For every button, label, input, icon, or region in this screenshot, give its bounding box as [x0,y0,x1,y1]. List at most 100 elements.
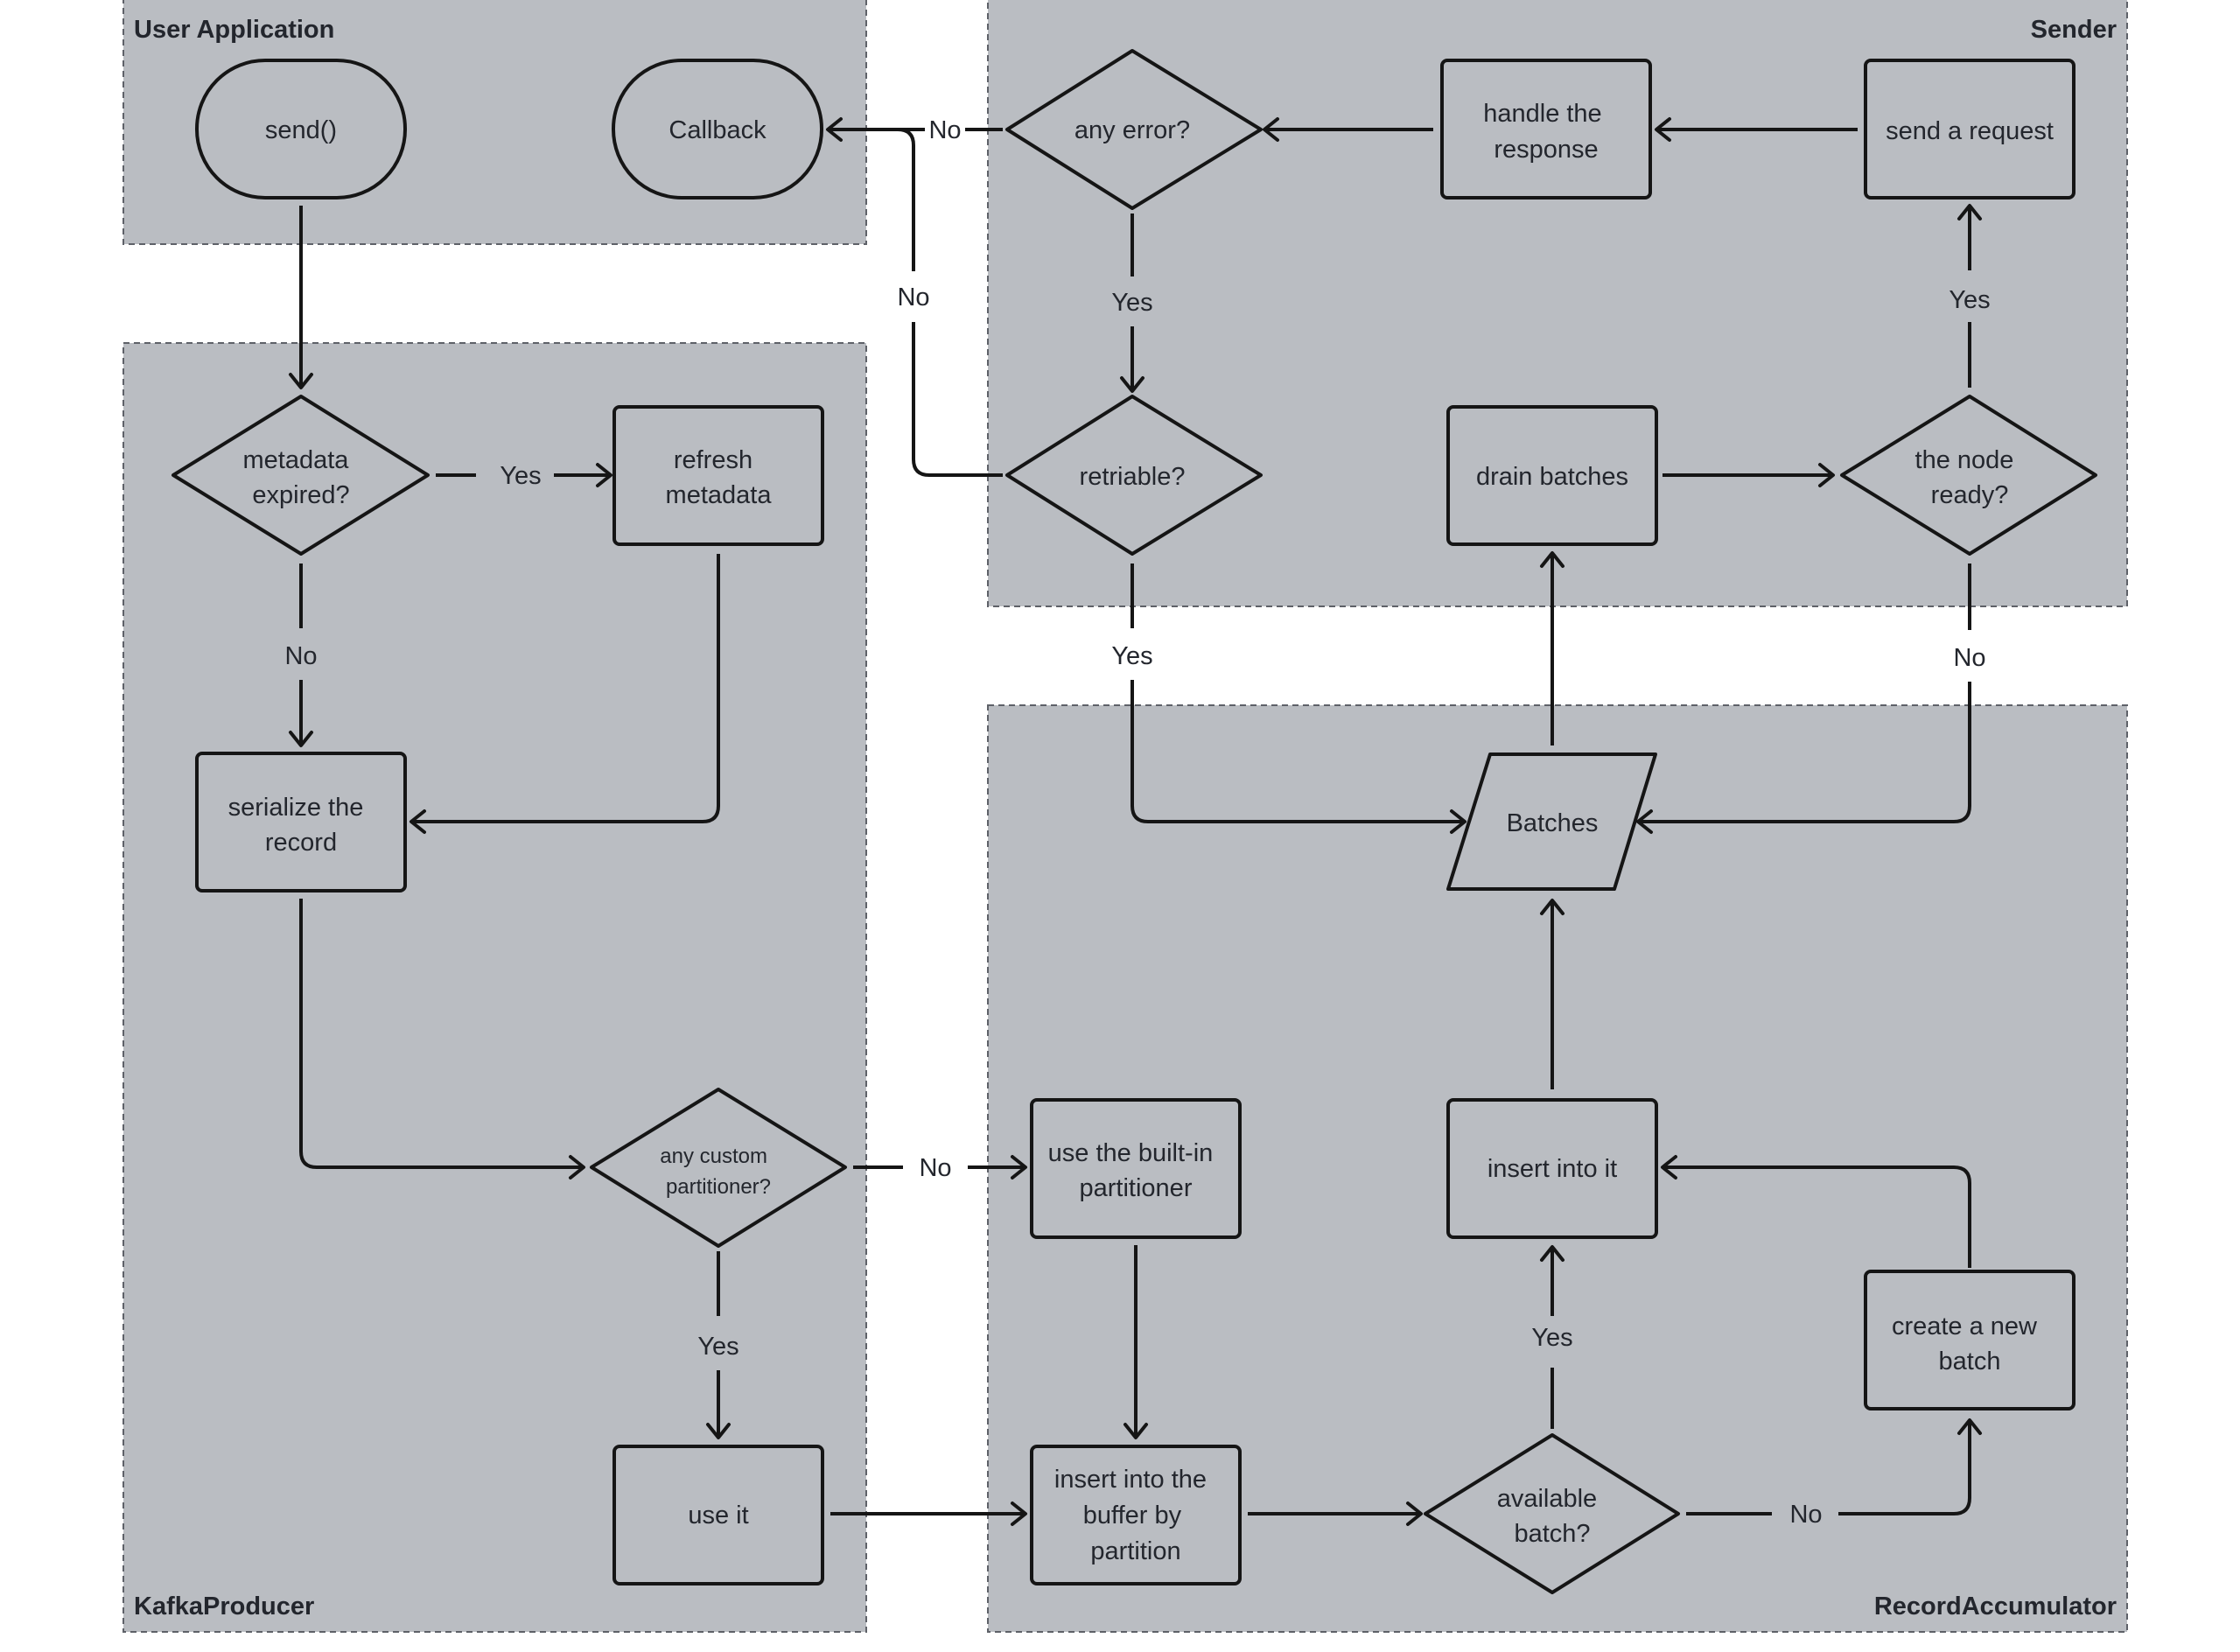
node-insert-buffer: insert into the buffer by partition [1030,1445,1242,1586]
node-line: serialize the [228,794,364,822]
edge-handle-to-error [1263,117,1433,142]
lane-title-user-application: User Application [134,16,334,44]
edge-node-ready-yes: Yes [1949,204,1991,388]
node-text-drain-batches: drain batches [1476,463,1628,491]
edge-batches-to-drain [1540,551,1564,746]
edge-node-ready-no: No [1636,564,1986,834]
node-text-serialize: serialize the record [228,794,371,857]
edge-label-retriable-no: No [897,284,929,312]
node-line: batch [1939,1348,2001,1376]
edge-label-partitioner-yes: Yes [697,1333,738,1361]
edge-request-to-handle [1655,117,1858,142]
node-callback: Callback [612,59,823,200]
edge-label-any-error-yes: Yes [1111,289,1152,317]
nodes: send() Callback any error? handle the re… [172,49,2097,1594]
node-send-request: send a request [1864,59,2076,200]
node-retriable: retriable? [1005,395,1263,556]
node-line: the node [1915,446,2014,474]
node-line: partitioner [1080,1174,1193,1202]
edge-use-it-to-buffer [830,1502,1027,1526]
node-line: any error? [1074,116,1190,144]
node-metadata-expired: metadata expired? [172,395,430,556]
node-handle-response: handle the response [1440,59,1652,200]
edge-refresh-to-serialize [410,554,720,834]
edge-available-no: No [1686,1418,1982,1529]
lane-kafka-producer: KafkaProducer [122,342,867,1633]
edge-label-retriable-yes: Yes [1111,642,1152,670]
node-line: insert into the [1054,1466,1207,1494]
edge-serialize-to-partitioner [299,899,585,1180]
edge-retriable-no: No [897,128,1003,477]
edge-label-partitioner-no: No [919,1154,951,1182]
edges: Yes No No Y [284,116,1990,1529]
node-text-send-request: send a request [1886,117,2054,145]
edge-builtin-to-buffer [1124,1245,1148,1439]
node-line: partitioner? [666,1175,771,1199]
node-line: buffer by [1083,1502,1182,1530]
edge-label-available-no: No [1789,1501,1822,1529]
edge-label-node-ready-yes: Yes [1949,286,1990,314]
node-line: expired? [252,481,349,509]
node-line: record [265,829,337,857]
node-send: send() [195,59,407,200]
edge-partitioner-yes: Yes [697,1251,739,1439]
node-line: available [1497,1485,1597,1513]
node-text-any-error: any error? [1074,116,1190,144]
node-refresh-metadata: refresh metadata [612,405,824,546]
node-line: Batches [1507,809,1599,837]
lane-title-record-accumulator: RecordAccumulator [1874,1592,2117,1620]
node-line: use it [688,1502,748,1530]
edge-buffer-to-available [1248,1502,1423,1526]
edge-create-to-insert [1661,1155,1971,1268]
edge-label-metadata-yes: Yes [500,462,541,490]
edge-metadata-no: No [284,564,318,747]
node-use-it: use it [612,1445,824,1586]
node-line: use the built-in [1048,1139,1214,1167]
node-batches: Batches [1446,752,1657,891]
node-line: ready? [1931,481,2009,509]
node-line: any custom [660,1144,767,1168]
node-text-custom-partitioner: any custom partitioner? [660,1144,773,1199]
edge-any-error-no: No [826,116,1003,144]
node-available-batch: available batch? [1424,1433,1680,1594]
edge-retriable-yes: Yes [1111,564,1466,834]
edge-insert-to-batches [1540,899,1564,1089]
edge-label-metadata-no: No [284,642,317,670]
edge-any-error-yes: Yes [1111,214,1153,393]
node-text-retriable: retriable? [1080,463,1186,491]
edge-metadata-yes: Yes [436,462,612,490]
node-line: batch? [1514,1520,1590,1548]
edge-label-any-error-no: No [928,116,961,144]
node-line: refresh [674,446,752,474]
node-insert-into-it: insert into it [1446,1098,1658,1239]
lane-title-sender: Sender [2031,16,2117,44]
node-create-batch: create a new batch [1864,1270,2076,1410]
node-text-metadata-expired: metadata expired? [243,446,356,509]
node-text-builtin-partitioner: use the built-in partitioner [1048,1139,1221,1202]
node-custom-partitioner: any custom partitioner? [590,1088,847,1248]
node-line: insert into it [1488,1155,1617,1183]
lane-title-kafka-producer: KafkaProducer [134,1592,314,1620]
node-any-error: any error? [1005,49,1263,210]
node-text-insert-into-it: insert into it [1488,1155,1617,1183]
node-line: Callback [668,116,766,144]
node-text-batches: Batches [1507,809,1599,837]
edge-partitioner-no: No [853,1154,1027,1182]
node-serialize: serialize the record [195,752,407,892]
node-line: send a request [1886,117,2054,145]
edge-label-available-yes: Yes [1531,1324,1572,1352]
node-line: handle the [1483,100,1601,128]
node-line: metadata [666,481,773,509]
node-text-callback: Callback [668,116,766,144]
node-builtin-partitioner: use the built-in partitioner [1030,1098,1242,1239]
node-line: send() [265,116,337,144]
node-drain-batches: drain batches [1446,405,1658,546]
edge-send-to-metadata [289,206,313,389]
node-line: create a new [1892,1312,2038,1340]
edge-label-node-ready-no: No [1953,644,1985,672]
node-text-use-it: use it [688,1502,748,1530]
edge-available-yes: Yes [1531,1245,1573,1429]
node-line: response [1494,136,1598,164]
node-text-create-batch: create a new batch [1892,1312,2044,1376]
